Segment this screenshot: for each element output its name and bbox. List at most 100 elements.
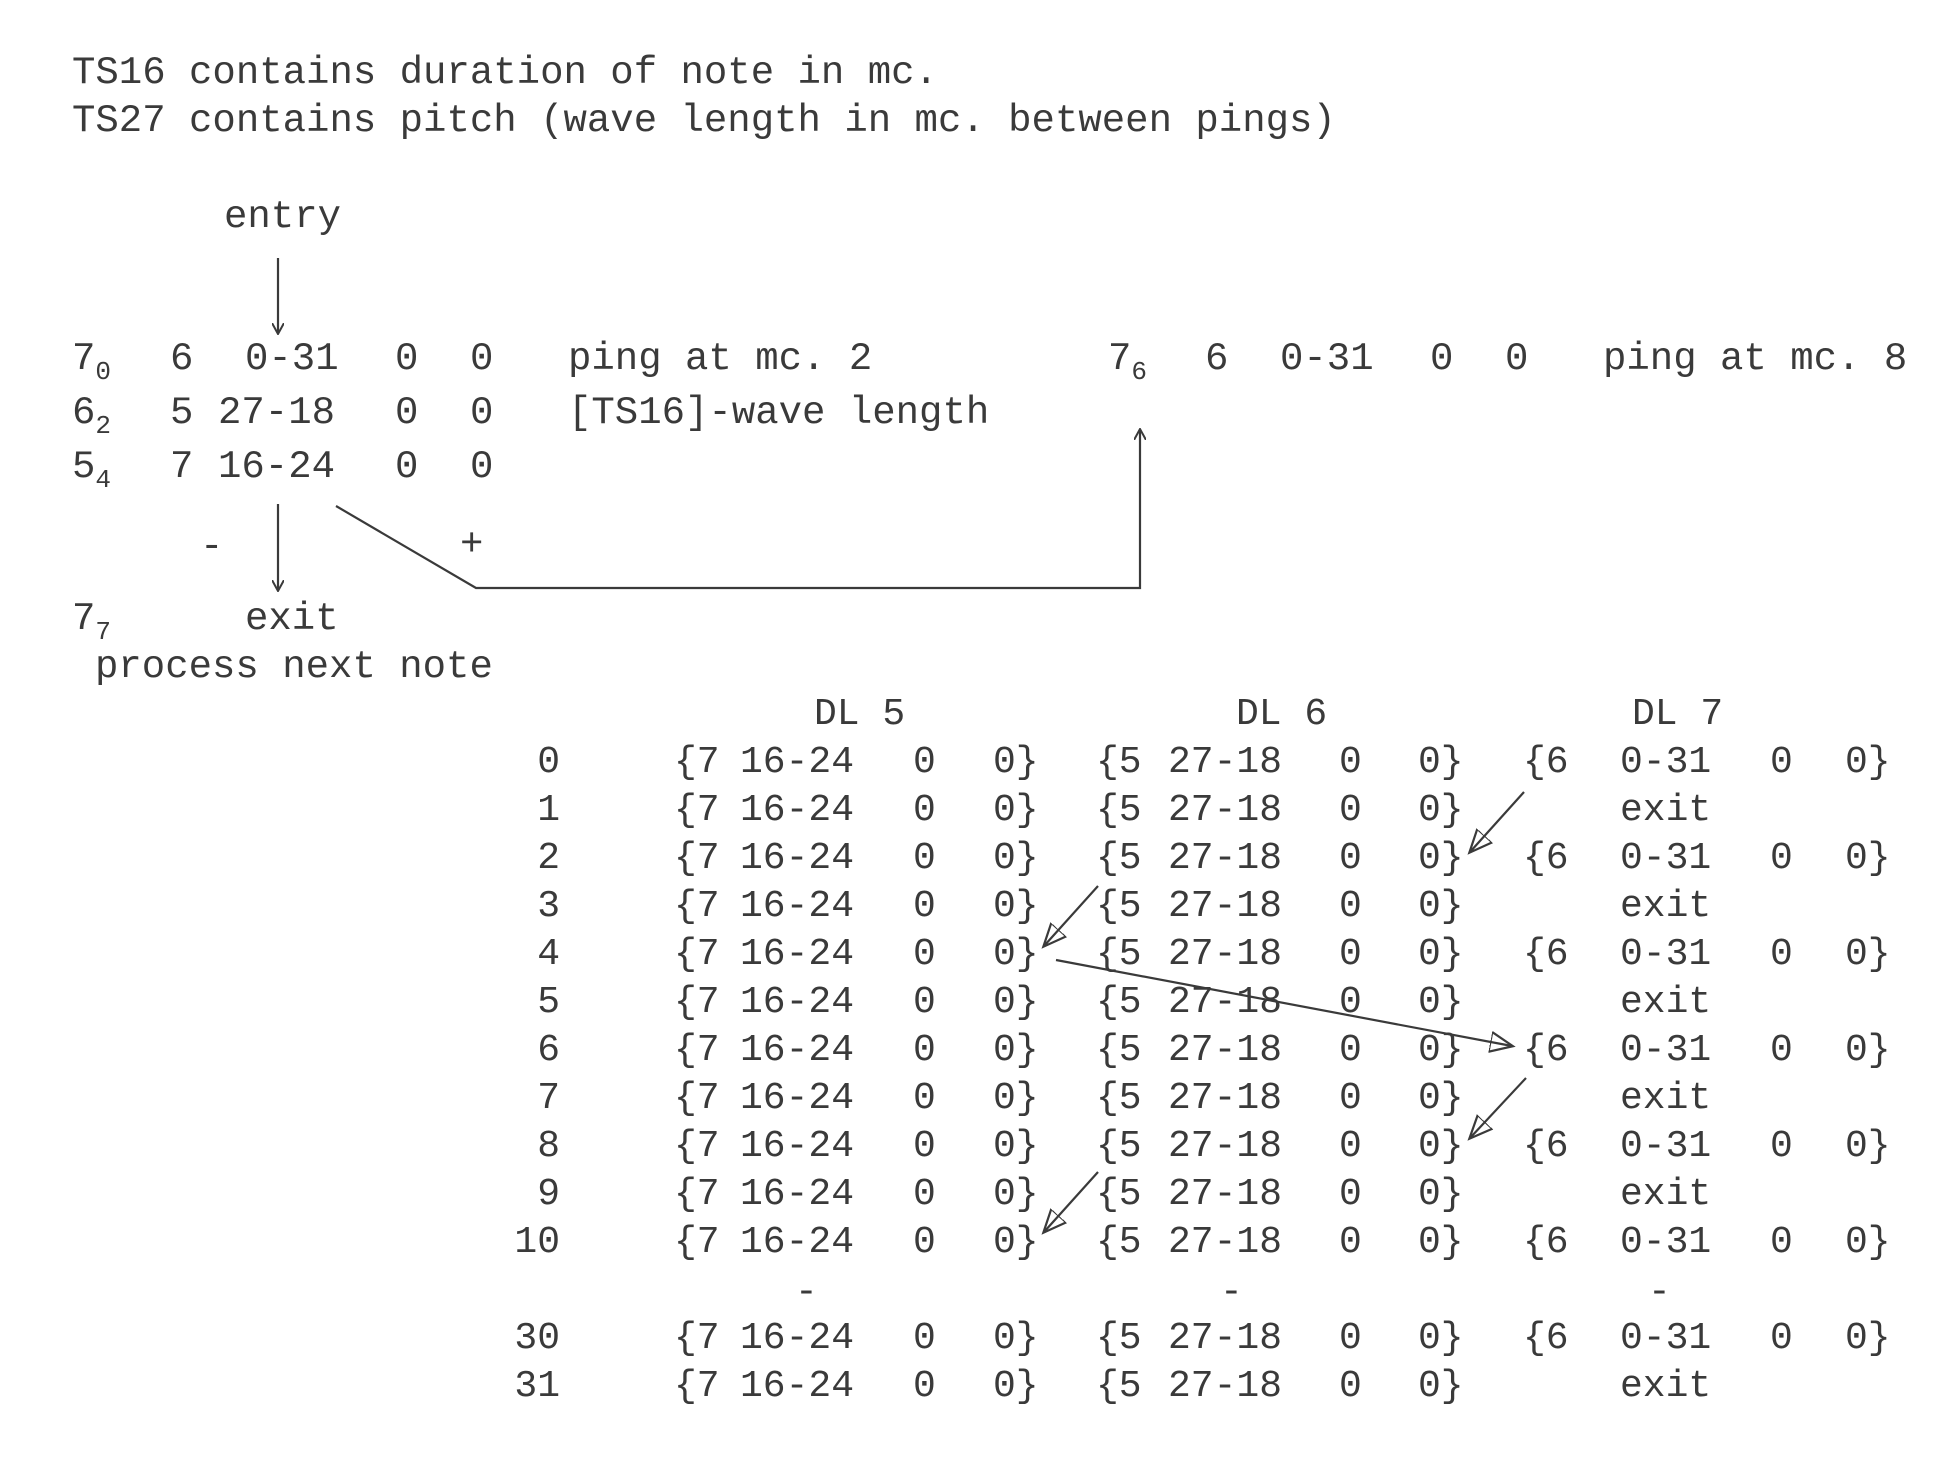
flow-row-1-b: 0-31 xyxy=(245,337,339,381)
dl6-field: 0 xyxy=(1339,1029,1362,1072)
dl5-field: 16-24 xyxy=(740,1173,855,1216)
plus-label: + xyxy=(460,523,484,567)
addr-subscript: 4 xyxy=(95,465,112,495)
addr-main: 5 xyxy=(72,445,96,489)
dl5-field: {7 xyxy=(674,1029,720,1072)
dl6-field: 27-18 xyxy=(1168,1365,1283,1408)
dl6-field: 0} xyxy=(1418,885,1464,928)
dl6-field: 0 xyxy=(1339,741,1362,784)
dl5-field: 16-24 xyxy=(740,885,855,928)
dl7-field: 0 xyxy=(1770,741,1793,784)
dl7-field: {6 xyxy=(1523,1221,1569,1264)
dl6-field: 27-18 xyxy=(1168,933,1283,976)
addr-main: 7 xyxy=(72,337,96,381)
flow-row-2-b: 27-18 xyxy=(218,391,336,435)
dl7-field: 0 xyxy=(1770,1317,1793,1360)
addr-main: 7 xyxy=(1108,337,1132,381)
process-next-note: process next note xyxy=(95,645,493,689)
dl5-field: 0} xyxy=(993,981,1039,1024)
dl5-field: {7 xyxy=(674,885,720,928)
dl5-field: 0 xyxy=(913,789,936,832)
dl6-field: {5 xyxy=(1096,741,1142,784)
dl7-field: 0-31 xyxy=(1620,1029,1712,1072)
dl6-field: 27-18 xyxy=(1168,1029,1283,1072)
dl7-exit: exit xyxy=(1620,1173,1712,1216)
flow-right-b: 0-31 xyxy=(1280,337,1374,381)
dl6-field: 27-18 xyxy=(1168,1125,1283,1168)
row-index: 30 xyxy=(514,1317,560,1360)
dl5-field: 0} xyxy=(993,1221,1039,1264)
dl7-field: {6 xyxy=(1523,837,1569,880)
dl5-field: 0 xyxy=(913,1125,936,1168)
row-index: 7 xyxy=(537,1077,560,1120)
dl7-field: 0-31 xyxy=(1620,1317,1712,1360)
dl5-field: 16-24 xyxy=(740,1125,855,1168)
dl6-field: {5 xyxy=(1096,1173,1142,1216)
dl6-field: {5 xyxy=(1096,837,1142,880)
arrow-dl6-3-to-dl5-4 xyxy=(1044,885,1099,946)
dl7-field: 0-31 xyxy=(1620,1125,1712,1168)
dl6-field: 0 xyxy=(1339,1221,1362,1264)
addr-subscript: 7 xyxy=(95,617,112,647)
flow-right-addr: 76 xyxy=(1108,337,1147,386)
table-header-dl6: DL 6 xyxy=(1236,693,1328,736)
dl5-field: 16-24 xyxy=(740,741,855,784)
flow-row-1-d: 0 xyxy=(470,337,494,381)
dl7-field: {6 xyxy=(1523,1029,1569,1072)
row-index: 8 xyxy=(537,1125,560,1168)
dl6-field: 0} xyxy=(1418,837,1464,880)
arrow-dl7-7-to-dl6-8 xyxy=(1470,1077,1527,1138)
flow-row-3-addr: 54 xyxy=(72,445,111,494)
dl5-field: 0 xyxy=(913,1029,936,1072)
dl7-field: 0} xyxy=(1845,933,1891,976)
dl6-field: 0 xyxy=(1339,933,1362,976)
dl7-field: 0} xyxy=(1845,1125,1891,1168)
dl5-field: 16-24 xyxy=(740,933,855,976)
dl6-field: 0 xyxy=(1339,885,1362,928)
dl7-exit: exit xyxy=(1620,1077,1712,1120)
dl6-field: 27-18 xyxy=(1168,1221,1283,1264)
row-index: 2 xyxy=(537,837,560,880)
minus-label: - xyxy=(200,525,224,569)
dl6-field: 0 xyxy=(1339,1365,1362,1408)
dl6-field: {5 xyxy=(1096,1077,1142,1120)
dl6-field: 27-18 xyxy=(1168,1077,1283,1120)
dl6-field: 0 xyxy=(1339,1317,1362,1360)
dl6-field: {5 xyxy=(1096,1365,1142,1408)
dl5-field: {7 xyxy=(674,933,720,976)
flow-row-3-c: 0 xyxy=(395,445,419,489)
dl5-field: 0 xyxy=(913,885,936,928)
dl7-field: 0} xyxy=(1845,837,1891,880)
table-header-dl7: DL 7 xyxy=(1632,693,1724,736)
arrow-dl6-9-to-dl5-10 xyxy=(1044,1171,1099,1232)
dl6-field: 0} xyxy=(1418,933,1464,976)
dl7-ellipsis: - xyxy=(1648,1271,1671,1314)
dl6-field: 27-18 xyxy=(1168,741,1283,784)
dl6-field: {5 xyxy=(1096,1125,1142,1168)
dl6-field: 27-18 xyxy=(1168,1317,1283,1360)
row-index: 4 xyxy=(537,933,560,976)
plus-branch-path xyxy=(335,430,1140,590)
dl6-field: 0} xyxy=(1418,1365,1464,1408)
dl7-field: {6 xyxy=(1523,933,1569,976)
row-index: 31 xyxy=(514,1365,560,1408)
dl5-field: 0 xyxy=(913,1173,936,1216)
row-index: 3 xyxy=(537,885,560,928)
dl6-field: {5 xyxy=(1096,1221,1142,1264)
dl6-field: {5 xyxy=(1096,885,1142,928)
dl5-field: 0 xyxy=(913,741,936,784)
row-index: 9 xyxy=(537,1173,560,1216)
header-line-2: TS27 contains pitch (wave length in mc. … xyxy=(72,99,1336,143)
row-index: 0 xyxy=(537,741,560,784)
header-line-1: TS16 contains duration of note in mc. xyxy=(72,51,938,95)
dl7-field: 0 xyxy=(1770,1221,1793,1264)
dl6-field: {5 xyxy=(1096,1029,1142,1072)
dl5-field: 16-24 xyxy=(740,1365,855,1408)
flow-right-a: 6 xyxy=(1205,337,1229,381)
dl7-field: 0-31 xyxy=(1620,933,1712,976)
dl7-field: 0-31 xyxy=(1620,741,1712,784)
addr-subscript: 0 xyxy=(95,357,112,387)
dl6-field: 0 xyxy=(1339,1173,1362,1216)
dl5-field: 0} xyxy=(993,885,1039,928)
dl6-field: 0} xyxy=(1418,1317,1464,1360)
